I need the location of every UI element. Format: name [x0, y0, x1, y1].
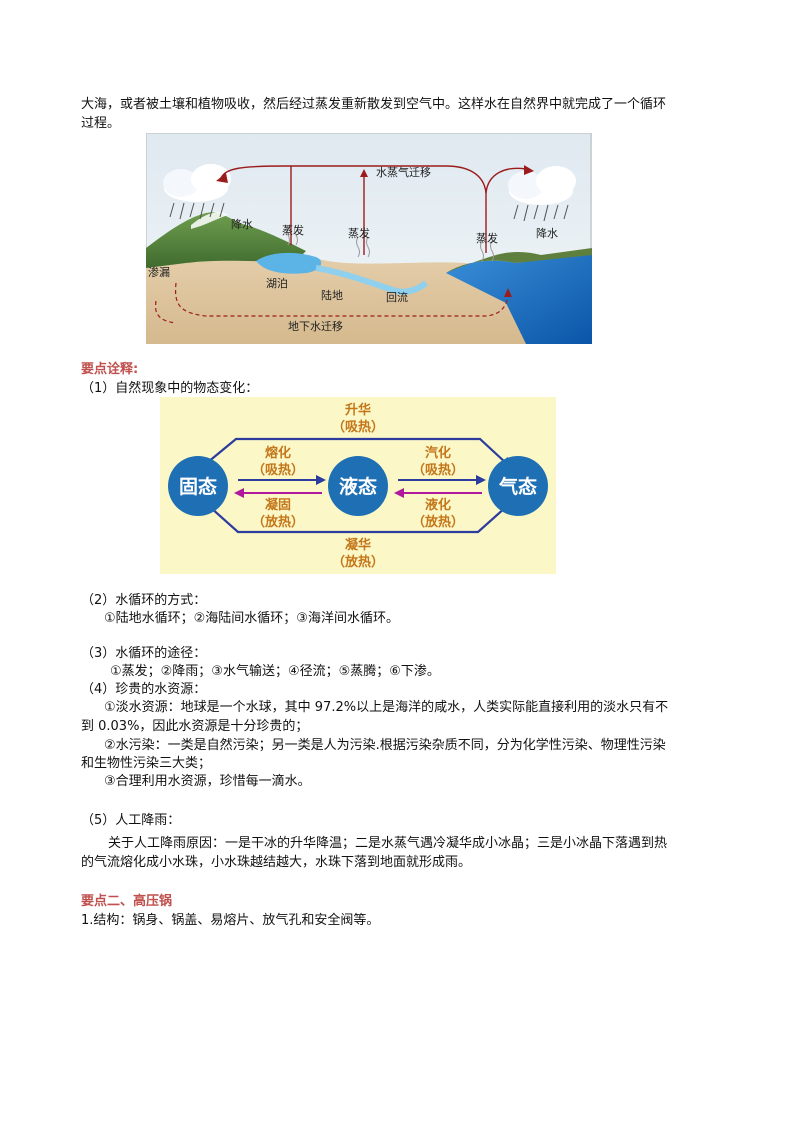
label-evap-3: 蒸发 [476, 231, 498, 245]
state-change-diagram: 固态 液态 气态 升华 （吸热） 熔化 （吸热） 汽化 （吸热） 凝固 （放热）… [160, 397, 556, 574]
snow-cap [191, 212, 228, 229]
water-cycle-figure: 水蒸气迁移 降水 蒸发 蒸发 蒸发 降水 渗漏 湖泊 陆地 回流 地下水迁移 [146, 133, 592, 344]
liquefaction-note: （放热） [412, 514, 464, 530]
sublimation-note: （吸热） [332, 419, 384, 435]
item3-body: ①蒸发；②降雨；③水气输送；④径流；⑤蒸腾；⑥下渗。 [110, 664, 440, 679]
vaporization-note: （吸热） [412, 462, 464, 478]
label-groundwater: 地下水迁移 [288, 320, 343, 333]
label-evap-1: 蒸发 [282, 223, 304, 237]
section1-title: 要点诠释: [81, 362, 139, 377]
item3-title: （3）水循环的途径： [81, 646, 207, 661]
item4-line-4: 和生物性污染三大类； [81, 756, 212, 771]
intro-line-1: 大海，或者被土壤和植物吸收，然后经过蒸发重新散发到空气中。这样水在自然界中就完成… [81, 97, 667, 112]
lake [256, 252, 322, 274]
item4-line-3: ②水污染：一类是自然污染；另一类是人为污染.根据污染杂质不同，分为化学性污染、物… [104, 738, 666, 753]
liquefaction-label: 液化 [425, 497, 451, 513]
item2-body: ①陆地水循环；②海陆间水循环；③海洋间水循环。 [104, 611, 399, 626]
deposition-label: 凝华 [345, 537, 371, 553]
item5-line-1: 关于人工降雨原因：一是干冰的升华降温；二是水蒸气遇冷凝华成小冰晶；三是小冰晶下落… [108, 836, 668, 851]
gas-circle [488, 456, 548, 516]
outer-arrows [201, 437, 507, 534]
solid-circle [168, 456, 228, 516]
item5-title: （5）人工降雨： [81, 813, 181, 828]
item4-title: （4）珍贵的水资源： [81, 682, 207, 697]
item2-title: （2）水循环的方式： [81, 593, 207, 608]
label-seepage: 渗漏 [148, 265, 170, 279]
label-precip-left: 降水 [231, 217, 253, 231]
sublimation-label: 升华 [345, 402, 371, 418]
section2-item-1: 1.结构：锅身、锅盖、易熔片、放气孔和安全阀等。 [81, 913, 380, 928]
melting-label: 熔化 [265, 445, 291, 461]
gas-label: 气态 [498, 475, 537, 498]
liquid-label: 液态 [339, 475, 377, 498]
item4-line-1: ①淡水资源：地球是一个水球，其中 97.2%以上是海洋的咸水，人类实际能直接利用… [104, 700, 669, 715]
label-backflow: 回流 [386, 290, 408, 304]
vaporization-arrowhead-icon [476, 475, 486, 485]
intro-line-2: 过程。 [81, 116, 121, 131]
item5-line-2: 的气流熔化成小水珠，小水珠越结越大，水珠下落到地面就形成雨。 [81, 855, 472, 870]
inner-arrows [238, 479, 482, 494]
liquid-circle [328, 456, 388, 516]
item4-line-5: ③合理利用水资源，珍惜每一滴水。 [104, 774, 311, 789]
groundwater-arrowhead [504, 288, 512, 297]
mountain [146, 212, 306, 268]
freezing-arrowhead-icon [234, 488, 244, 498]
label-precip-right: 降水 [536, 226, 558, 240]
groundwater-arrows [154, 282, 509, 324]
section2-title: 要点二、高压锅 [81, 894, 173, 909]
melting-arrowhead-icon [316, 475, 326, 485]
freezing-note: （放热） [252, 514, 304, 530]
vapor-arrows [220, 165, 527, 255]
label-lake: 湖泊 [266, 277, 288, 290]
freezing-label: 凝固 [265, 497, 291, 513]
item4-line-2: 到 0.03%，因此水资源是十分珍贵的； [81, 719, 309, 734]
cloud-right-icon [508, 166, 576, 222]
label-evap-2: 蒸发 [348, 226, 370, 240]
vaporization-label: 汽化 [425, 445, 451, 461]
sea [446, 253, 592, 344]
evaporation-marks [286, 224, 494, 262]
deposition-note: （放热） [332, 554, 384, 570]
label-land: 陆地 [321, 288, 343, 302]
melting-note: （吸热） [252, 462, 304, 478]
vapor-arrowheads [216, 165, 534, 183]
underground-layer [146, 235, 526, 344]
liquefaction-arrowhead-icon [394, 488, 404, 498]
cloud-left-icon [163, 164, 231, 220]
label-vapor-migration: 水蒸气迁移 [376, 165, 431, 179]
coast-hill [446, 248, 592, 273]
item1-title: （1）自然现象中的物态变化： [81, 381, 259, 396]
river [315, 265, 428, 295]
solid-label: 固态 [179, 475, 217, 498]
